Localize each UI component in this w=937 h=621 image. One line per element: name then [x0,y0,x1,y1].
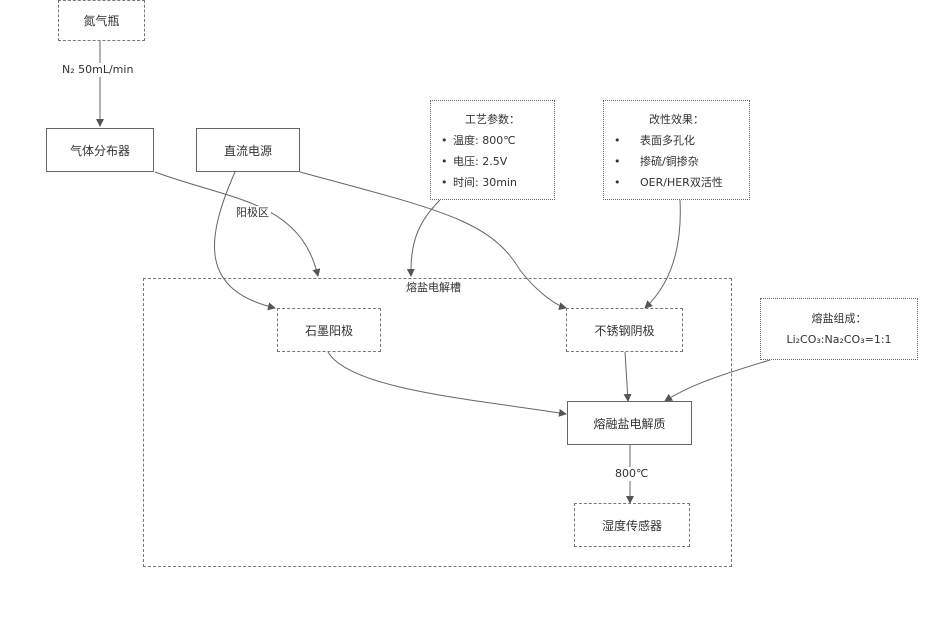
modification-effect-item: OER/HER双活性 [604,172,749,193]
process-param-item: 电压: 2.5V [431,151,554,172]
salt-composition-title: 熔盐组成： [761,308,917,329]
process-params-title: 工艺参数： [431,109,554,130]
steel-cathode-node: 不锈钢阴极 [566,308,683,352]
edge-steel-to-electrolyte [625,352,628,401]
nitrogen-bottle-node: 氮气瓶 [58,0,145,41]
gas-distributor-node: 气体分布器 [46,128,154,172]
process-param-item: 时间: 30min [431,172,554,193]
edge-distributor-to-anode-zone [155,172,318,276]
edge-graphite-to-electrolyte [328,352,566,414]
temperature-label: 800℃ [613,467,650,481]
edge-salt-to-electrolyte [665,360,770,401]
process-params-note: 工艺参数： 温度: 800℃ 电压: 2.5V 时间: 30min [430,100,555,200]
anode-zone-label: 阳极区 [234,206,271,220]
process-param-item: 温度: 800℃ [431,130,554,151]
dc-power-node: 直流电源 [196,128,300,172]
graphite-anode-node: 石墨阳极 [277,308,381,352]
modification-effect-item: 掺硫/铜掺杂 [604,151,749,172]
salt-composition-note: 熔盐组成： Li₂CO₃:Na₂CO₃=1:1 [760,298,918,360]
modification-effects-title: 改性效果： [604,109,749,130]
modification-effect-item: 表面多孔化 [604,130,749,151]
electrolysis-cell-label: 熔盐电解槽 [404,281,463,295]
edge-params-to-cell [411,200,440,276]
modification-effects-note: 改性效果： 表面多孔化 掺硫/铜掺杂 OER/HER双活性 [603,100,750,200]
salt-composition-formula: Li₂CO₃:Na₂CO₃=1:1 [761,329,917,350]
edge-effects-to-steel [645,200,680,308]
humidity-sensor-node: 湿度传感器 [574,503,690,547]
edge-power-to-graphite [214,172,275,308]
gas-flow-label: N₂ 50mL/min [60,63,135,77]
molten-salt-electrolyte-node: 熔融盐电解质 [567,401,692,445]
